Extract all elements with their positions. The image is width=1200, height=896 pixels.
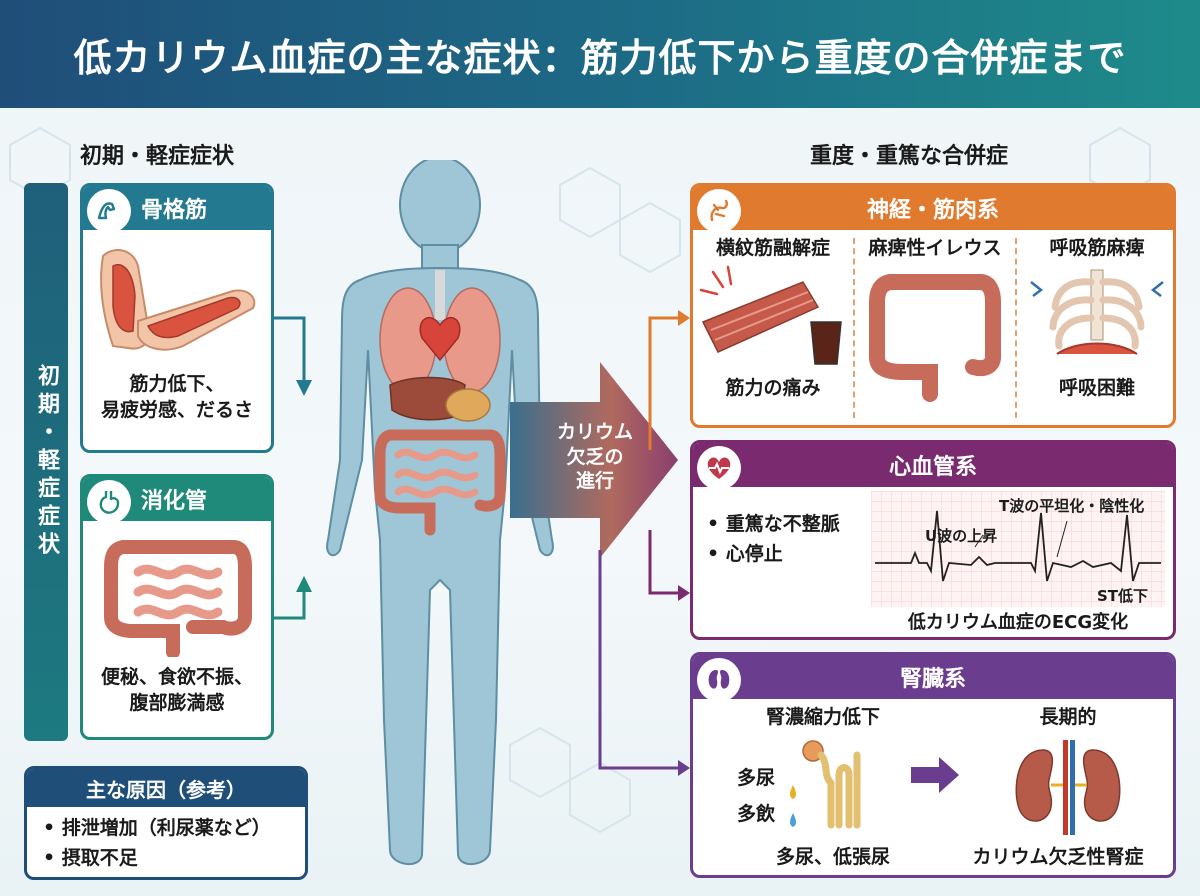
respiratory-label: 呼吸筋麻痺	[1049, 237, 1145, 259]
arrow-to-complications	[598, 310, 690, 776]
nerve-muscle-icon	[697, 189, 741, 233]
page-header: 低カリウム血症の主な症状：筋力低下から重度の合併症まで	[0, 0, 1200, 108]
ileus-panel: 麻痺性イレウス	[855, 230, 1015, 418]
digestive-symptom-line1: 便秘、食欲不振、	[100, 666, 253, 688]
heart-pulse-icon	[697, 446, 741, 490]
respiratory-caption: 呼吸困難	[1058, 376, 1135, 399]
ileus-label: 麻痺性イレウス	[868, 237, 1002, 259]
neuro-header: 神経・筋肉系	[693, 186, 1173, 233]
renal-right-heading: 長期的	[1039, 706, 1097, 728]
card-to-body-arrows	[274, 316, 312, 620]
skeletal-muscle-title: 骨格筋	[141, 198, 208, 223]
digestive-symptom-line2: 腹部膨満感	[129, 691, 225, 714]
cause-item: • 排泄増加（利尿薬など）	[43, 817, 271, 839]
causes-title: 主な原因（参考）	[27, 769, 305, 807]
progress-line1: カリウム	[556, 421, 633, 443]
renal-polyuria: 多尿	[737, 767, 776, 789]
left-heading: 初期・軽症症状	[80, 144, 235, 169]
causes-box: 主な原因（参考） • 排泄増加（利尿薬など） • 摂取不足	[24, 766, 308, 880]
skeletal-symptom-line2: 易疲労感、だるさ	[100, 398, 253, 421]
progress-arrow	[510, 362, 678, 558]
digestive-title: 消化管	[141, 489, 208, 514]
progress-line3: 進行	[575, 470, 614, 493]
respiratory-panel: 呼吸筋麻痺 呼吸困難	[1017, 230, 1173, 418]
progress-line2: 欠乏の	[566, 445, 624, 468]
rhabdomyolysis-label: 横紋筋融解症	[715, 237, 830, 259]
right-heading: 重度・重篤な合併症	[810, 144, 1009, 169]
intestine-illustration	[104, 540, 252, 657]
skeletal-muscle-header: 骨格筋	[83, 186, 271, 233]
renal-left-caption: 多尿、低張尿	[775, 846, 890, 868]
neuro-title: 神経・筋肉系	[866, 198, 999, 223]
early-symptoms-vertical-bar: 初期・軽症症状	[24, 183, 68, 741]
renal-title: 腎臓系	[899, 667, 966, 692]
ecg-caption: 低カリウム血症のECG変化	[907, 612, 1129, 633]
renal-left-heading: 腎濃縮力低下	[765, 706, 880, 728]
cause-item: • 摂取不足	[43, 847, 138, 870]
renal-header: 腎臓系	[693, 655, 1173, 702]
kidney-icon	[697, 658, 741, 702]
nephron-illustration	[790, 740, 861, 829]
damaged-muscle-illustration	[699, 265, 842, 365]
page-title: 低カリウム血症の主な症状：筋力低下から重度の合併症まで	[73, 35, 1127, 80]
ribcage-illustration	[1030, 269, 1164, 355]
colon-illustration	[869, 273, 1001, 402]
ecg-u-wave-label: U波の上昇	[925, 527, 998, 545]
renal-progress-arrow	[911, 757, 959, 793]
ecg-strip	[871, 491, 1165, 607]
digestive-header: 消化管	[83, 477, 271, 524]
digestive-card: 消化管 便秘、食欲不振、 腹部膨満感	[80, 474, 274, 740]
cardio-bullet: • 心停止	[707, 543, 783, 566]
renal-card: 腎臓系 腎濃縮力低下 多尿 多飲 多尿、低張尿 長期的 カリウム欠乏性腎症	[690, 652, 1176, 878]
flexed-arm-icon	[87, 189, 131, 233]
cardio-card: 心血管系 • 重篤な不整脈 • 心停止 T波の平坦化・陰性化 U波の上昇 ST低…	[690, 440, 1176, 640]
cardio-header: 心血管系	[693, 443, 1173, 490]
internal-organs	[374, 270, 506, 536]
progress-arrow-label: カリウム 欠乏の 進行	[540, 420, 650, 494]
arm-muscle-illustration	[100, 249, 256, 351]
rhabdomyolysis-panel: 横紋筋融解症 筋力の痛み	[693, 230, 853, 418]
renal-right-caption: カリウム欠乏性腎症	[972, 846, 1144, 868]
stomach-icon	[87, 480, 131, 524]
ecg-st-label: ST低下	[1097, 587, 1149, 605]
ecg-t-wave-label: T波の平坦化・陰性化	[999, 497, 1145, 515]
kidney-illustration	[1015, 740, 1121, 835]
renal-polydipsia: 多飲	[737, 803, 776, 825]
rhabdomyolysis-caption: 筋力の痛み	[725, 376, 821, 399]
neuro-card: 神経・筋肉系 横紋筋融解症 筋力の痛み 麻痺性イレウス 呼吸筋麻痺	[690, 183, 1176, 428]
cardio-bullet: • 重篤な不整脈	[707, 513, 840, 535]
skeletal-symptom-line1: 筋力低下、	[129, 373, 225, 395]
skeletal-muscle-card: 骨格筋 筋力低下、 易疲労感、だるさ	[80, 183, 274, 453]
cardio-title: 心血管系	[888, 455, 977, 480]
human-body-illustration	[326, 160, 554, 865]
